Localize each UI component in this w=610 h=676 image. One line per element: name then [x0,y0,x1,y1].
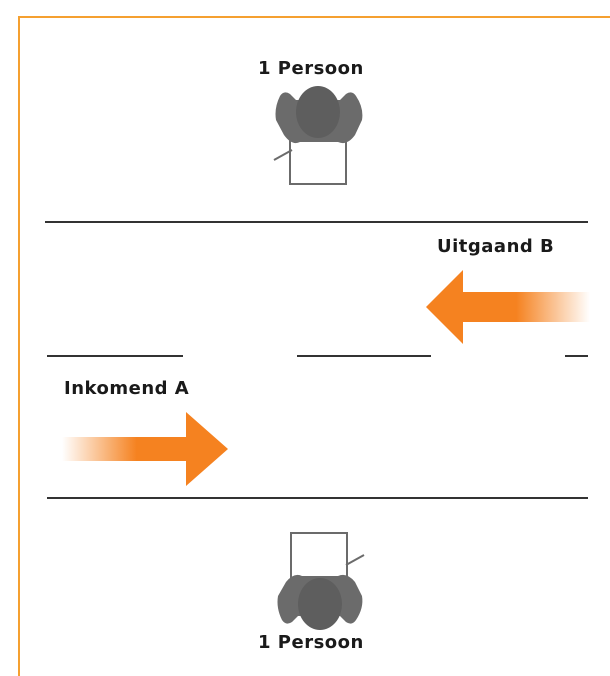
top-person-icon [273,86,363,185]
lane-b-label: Uitgaand B [437,236,555,257]
incoming-arrow-icon [62,412,228,486]
bottom-person-label: 1 Persoon [258,632,364,653]
lane-a-label: Inkomend A [64,378,190,399]
walkway-diagram [45,86,590,630]
outgoing-arrow-icon [426,270,590,344]
top-person-label: 1 Persoon [258,58,364,79]
diagram-frame [18,16,610,676]
bottom-person-icon [277,532,365,630]
